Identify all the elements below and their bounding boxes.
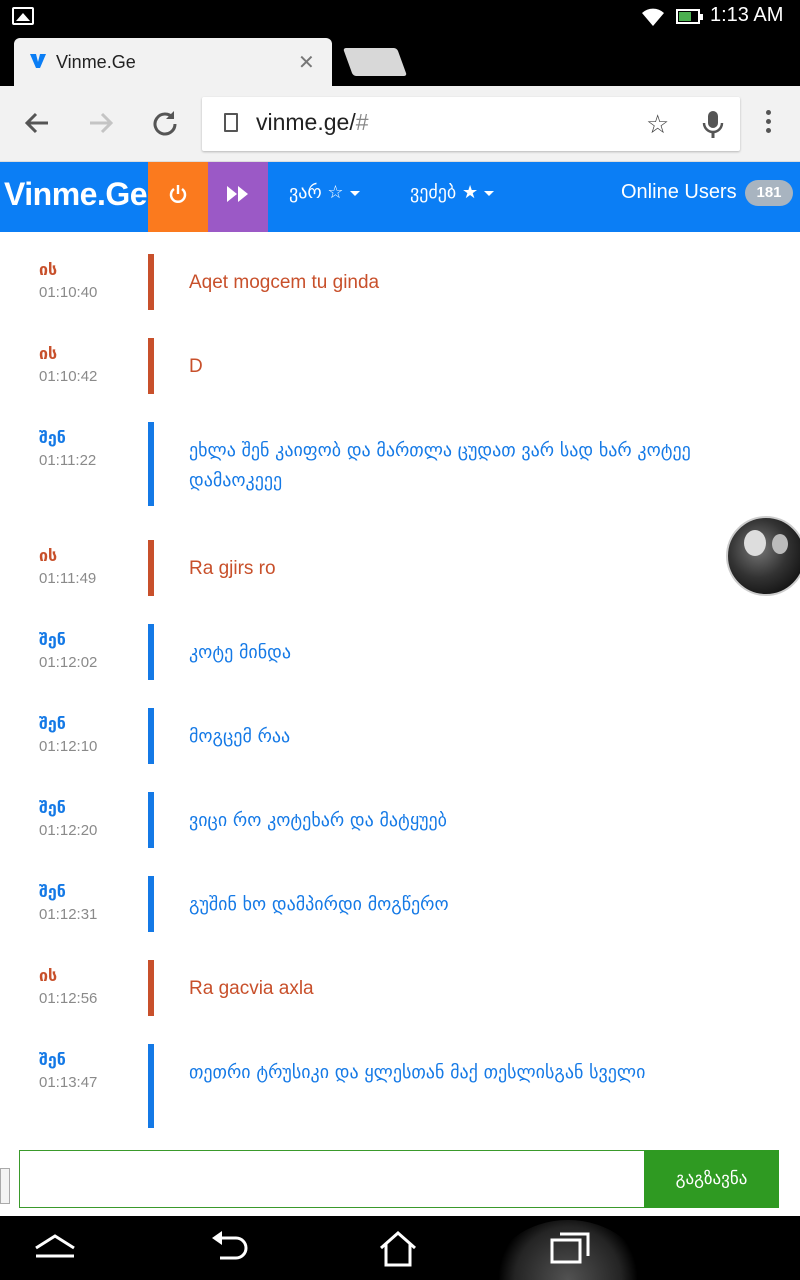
power-icon <box>148 162 208 226</box>
status-bar: 1:13 AM <box>0 0 800 34</box>
message-time: 01:10:42 <box>39 368 98 385</box>
message-time: 01:12:31 <box>39 906 98 923</box>
site-logo[interactable]: Vinme.Ge <box>4 176 148 212</box>
message-bar <box>148 254 154 310</box>
message-time: 01:11:22 <box>39 452 97 469</box>
message-sender: ის <box>39 966 58 985</box>
message-bar <box>148 338 154 394</box>
message-sender: ის <box>39 546 58 565</box>
browser-tab-strip: Vinme.Ge ✕ <box>0 34 800 86</box>
message-bar <box>148 792 154 848</box>
message-bar <box>148 708 154 764</box>
home-icon[interactable] <box>378 1230 418 1268</box>
message-sender: შენ <box>39 882 66 901</box>
message-sender: ის <box>39 260 58 279</box>
message-text: კოტე მინდა <box>189 642 291 663</box>
chevron-up-icon[interactable] <box>34 1230 76 1260</box>
message-sender: ის <box>39 344 58 363</box>
next-chat-button[interactable] <box>208 162 268 232</box>
message-text: D <box>189 356 203 377</box>
message-time: 01:10:40 <box>39 284 98 301</box>
message-time: 01:12:56 <box>39 990 98 1007</box>
star-icon[interactable]: ☆ <box>646 110 670 140</box>
send-button[interactable]: გაგზავნა <box>644 1150 779 1208</box>
message-bar <box>148 540 154 596</box>
arrow-right-icon[interactable] <box>86 108 116 138</box>
wifi-icon <box>642 8 664 26</box>
message-text: Ra gacvia axla <box>189 978 314 999</box>
reload-icon[interactable] <box>150 108 180 138</box>
message-sender: შენ <box>39 1050 66 1069</box>
side-handle[interactable] <box>0 1168 10 1204</box>
message-time: 01:12:10 <box>39 738 98 755</box>
menu-looking-for[interactable]: ვეძებ ★ <box>410 182 495 203</box>
message-bar <box>148 960 154 1016</box>
message-sender: შენ <box>39 798 66 817</box>
message-sender: შენ <box>39 428 66 447</box>
page-icon <box>224 113 238 132</box>
menu-who-am-i[interactable]: ვარ ☆ <box>289 182 360 203</box>
fast-forward-icon <box>208 162 268 226</box>
message-text: ვიცი რო კოტეხარ და მატყუებ <box>189 810 447 831</box>
message-time: 01:13:47 <box>39 1074 98 1091</box>
online-users-label[interactable]: Online Users <box>621 181 737 203</box>
message-bar <box>148 624 154 680</box>
recent-apps-icon[interactable] <box>550 1230 590 1266</box>
address-bar[interactable]: vinme.ge/# ☆ <box>202 97 740 151</box>
system-nav-bar <box>0 1216 800 1280</box>
message-sender: შენ <box>39 714 66 733</box>
message-text: ეხლა შენ კაიფობ და მართლა ცუდათ ვარ სად … <box>189 440 691 491</box>
message-text: თეთრი ტრუსიკი და ყლესთან მაქ თესლისგან ს… <box>189 1062 646 1083</box>
back-icon[interactable] <box>210 1230 250 1266</box>
message-bar <box>148 876 154 932</box>
power-button[interactable] <box>148 162 208 232</box>
message-time: 01:12:20 <box>39 822 98 839</box>
partner-avatar[interactable] <box>726 516 800 596</box>
mic-icon[interactable] <box>702 111 724 139</box>
caret-down-icon <box>484 190 495 196</box>
arrow-left-icon[interactable] <box>22 108 52 138</box>
site-navbar: Vinme.Ge ვარ ☆ ვეძებ ★ Online Users 181 <box>0 162 800 232</box>
message-time: 01:12:02 <box>39 654 98 671</box>
message-text: გუშინ ხო დამპირდი მოგწერო <box>189 894 449 915</box>
url-text[interactable]: vinme.ge/# <box>256 109 369 135</box>
status-time: 1:13 AM <box>710 4 784 26</box>
chat-messages: ის 01:10:40 Aqet mogcem tu ginda ის 01:10:42… <box>0 232 800 1132</box>
message-text: Ra gjirs ro <box>189 558 276 579</box>
message-input[interactable] <box>19 1150 645 1208</box>
message-bar <box>148 422 154 506</box>
tab-title: Vinme.Ge <box>56 52 136 72</box>
message-bar <box>148 1044 154 1128</box>
caret-down-icon <box>349 190 360 196</box>
online-users-count-badge: 181 <box>745 180 793 206</box>
browser-toolbar: vinme.ge/# ☆ <box>0 86 800 162</box>
message-text: Aqet mogcem tu ginda <box>189 272 380 293</box>
close-tab-icon[interactable]: ✕ <box>298 50 315 74</box>
browser-tab[interactable]: Vinme.Ge ✕ <box>14 38 332 86</box>
battery-icon <box>676 9 703 24</box>
image-notification-icon <box>12 7 34 25</box>
message-text: მოგცემ რაა <box>189 726 291 747</box>
new-tab-button[interactable] <box>342 48 408 76</box>
site-favicon-icon <box>30 54 46 68</box>
message-sender: შენ <box>39 630 66 649</box>
message-time: 01:11:49 <box>39 570 97 587</box>
more-vert-icon[interactable] <box>766 110 772 137</box>
